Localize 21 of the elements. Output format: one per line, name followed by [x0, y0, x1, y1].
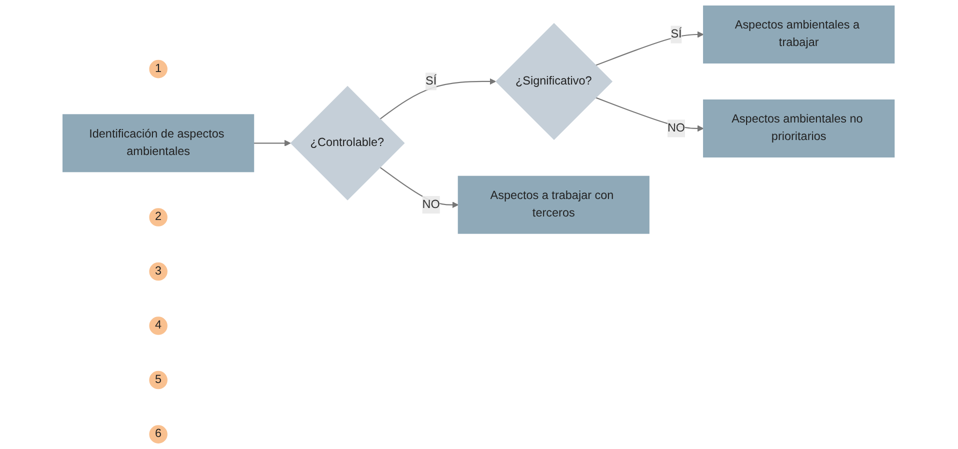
node-circle: 1: [150, 60, 168, 78]
node-circle: 5: [150, 370, 168, 390]
arrow: [596, 31, 704, 66]
node-circle: 3: [150, 262, 168, 281]
edge-label: NO: [668, 122, 686, 134]
edge-label: SÍ: [671, 28, 682, 40]
node-box: Aspectos ambientales a trabajar: [703, 6, 896, 64]
node-circle: 4: [150, 316, 168, 335]
node-box: Identificación de aspectos ambientales: [62, 114, 255, 172]
node-box: Aspectos a trabajar con terceros: [458, 176, 650, 234]
node-circle: 6: [150, 425, 168, 444]
node-diamond: ¿Controlable?: [290, 86, 406, 200]
node-circle: 2: [150, 208, 168, 226]
edge-label: SÍ: [426, 74, 438, 88]
node-box: Aspectos ambientales no prioritarios: [703, 99, 896, 158]
node-diamond: ¿Significativo?: [496, 22, 613, 140]
arrow: [380, 78, 496, 120]
arrow: [380, 166, 459, 208]
arrow: [596, 97, 704, 132]
arrow: [254, 140, 292, 146]
edge-label: NO: [422, 198, 440, 211]
